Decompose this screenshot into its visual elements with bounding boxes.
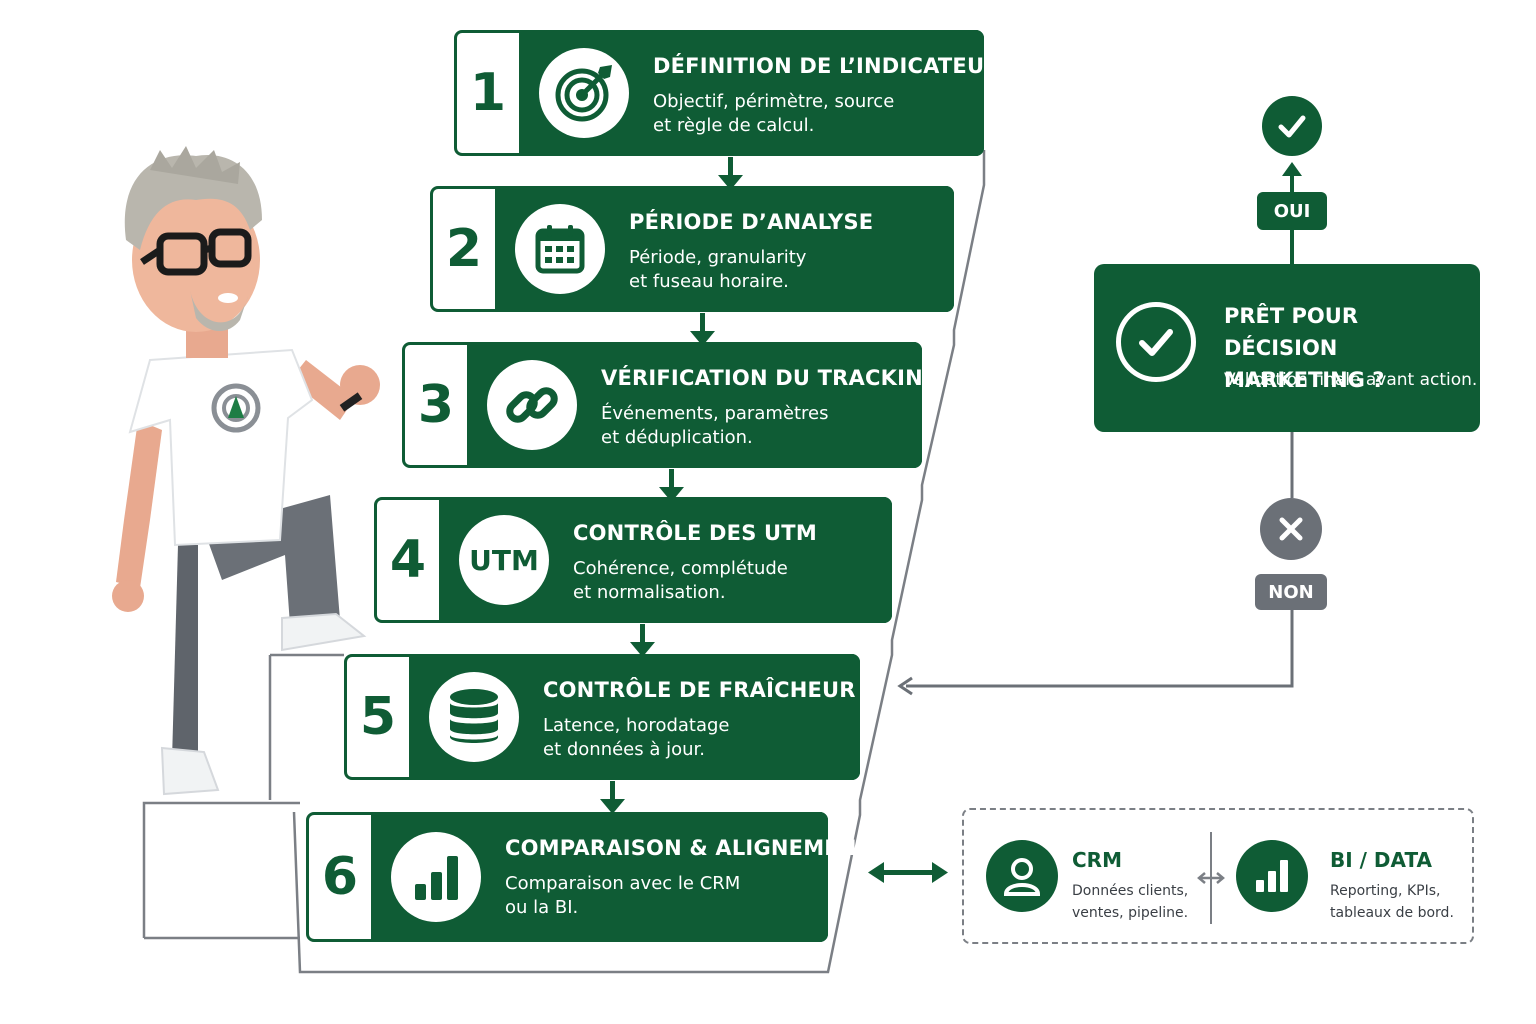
step-description: Cohérence, complétude et normalisation. xyxy=(573,558,788,603)
step-title: CONTRÔLE DES UTM xyxy=(573,521,817,545)
step-description: Latence, horodatage et données à jour. xyxy=(543,715,730,760)
step-number: 6 xyxy=(321,847,359,907)
step-title: VÉRIFICATION DU TRACKING xyxy=(601,366,941,390)
step-number: 1 xyxy=(469,63,507,123)
step-description: Objectif, périmètre, source et règle de … xyxy=(653,91,895,136)
step-number: 4 xyxy=(389,530,427,590)
database-icon xyxy=(429,672,519,762)
step-number: 3 xyxy=(417,375,455,435)
crm-title: CRM xyxy=(1072,848,1122,872)
bar-chart-icon xyxy=(1236,840,1308,912)
step-2: 2 PÉRIODE D’ANALYSE Période, granularity… xyxy=(430,186,954,312)
step-title: DÉFINITION DE L’INDICATEUR xyxy=(653,54,1001,78)
step-1: 1 DÉFINITION DE L’INDICATEUR Objectif, p… xyxy=(454,30,1000,156)
step-description: Comparaison avec le CRM ou la BI. xyxy=(505,873,741,918)
check-circle-icon xyxy=(1116,302,1196,382)
step-6: 6 COMPARAISON & ALIGNEMENT Comparaison a… xyxy=(306,812,871,942)
step-title: PÉRIODE D’ANALYSE xyxy=(629,210,874,234)
user-icon xyxy=(986,840,1058,912)
yes-check-icon xyxy=(1262,96,1322,156)
step-title: CONTRÔLE DE FRAÎCHEUR xyxy=(543,678,856,702)
data-sources-box: CRM Données clients, ventes, pipeline. B… xyxy=(962,808,1474,944)
no-badge: NON xyxy=(1255,574,1327,610)
utm-icon: UTM xyxy=(459,515,549,605)
target-icon xyxy=(539,48,629,138)
bi-title: BI / DATA xyxy=(1330,848,1433,872)
character-illustration xyxy=(112,146,380,796)
step-description: Événements, paramètres et déduplication. xyxy=(601,403,829,448)
bar-chart-icon xyxy=(391,832,481,922)
step-number: 5 xyxy=(359,687,397,747)
sync-arrow-icon xyxy=(1197,872,1225,884)
yes-badge: OUI xyxy=(1257,192,1327,230)
calendar-icon xyxy=(515,204,605,294)
step-4: 4 UTM CONTRÔLE DES UTM Cohérence, complé… xyxy=(374,497,892,623)
step-5: 5 CONTRÔLE DE FRAÎCHEUR Latence, horodat… xyxy=(344,654,860,780)
step-3: 3 VÉRIFICATION DU TRACKING Événements, p… xyxy=(402,342,940,468)
bi-description: Reporting, KPIs, tableaux de bord. xyxy=(1330,883,1454,921)
decision-title: PRÊT POUR DÉCISION MARKETING ? xyxy=(1224,304,1385,392)
decision-description: Validation finale avant action. xyxy=(1224,370,1478,390)
step-title: COMPARAISON & ALIGNEMENT xyxy=(505,836,872,860)
decision-box: PRÊT POUR DÉCISION MARKETING ? Validatio… xyxy=(1094,264,1480,432)
step-description: Période, granularity et fuseau horaire. xyxy=(629,247,807,292)
double-arrow xyxy=(868,862,948,883)
no-cross-icon xyxy=(1260,498,1322,560)
link-icon xyxy=(487,360,577,450)
utm-icon-label: UTM xyxy=(469,543,539,577)
step-number: 2 xyxy=(445,219,483,279)
crm-description: Données clients, ventes, pipeline. xyxy=(1072,883,1189,921)
